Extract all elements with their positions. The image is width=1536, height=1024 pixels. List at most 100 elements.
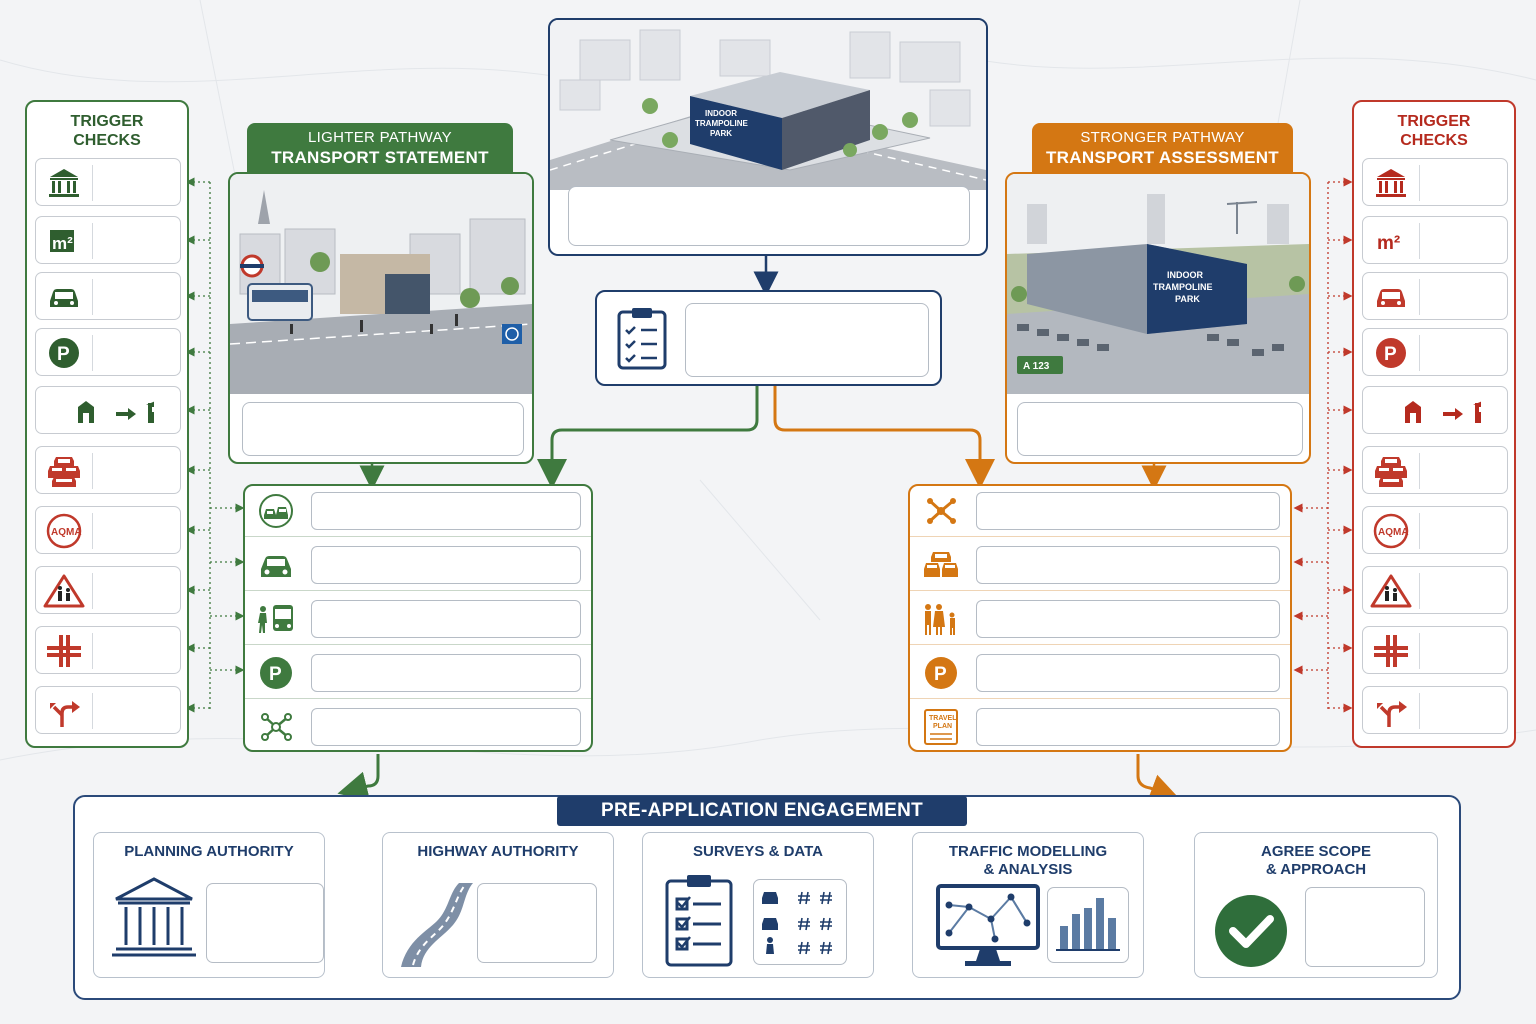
school-warning-icon bbox=[43, 574, 85, 608]
stage-2-box bbox=[477, 883, 597, 963]
stronger-parking-label: P bbox=[934, 664, 947, 685]
lighter-step-2[interactable] bbox=[245, 540, 591, 591]
stronger-step-4-box bbox=[976, 654, 1280, 692]
trigger-item-junction[interactable] bbox=[35, 626, 181, 674]
change-of-use-icon bbox=[1405, 401, 1481, 423]
lighter-step-4-box bbox=[311, 654, 581, 692]
trigger-item-parking[interactable]: P bbox=[1362, 328, 1508, 376]
lighter-pathway-frame bbox=[228, 172, 534, 464]
trigger-item-car[interactable] bbox=[35, 272, 181, 320]
lighter-step-4[interactable]: P bbox=[245, 648, 591, 699]
change-of-use-icon bbox=[78, 401, 154, 423]
survey-clipboard-icon bbox=[665, 875, 733, 967]
retail-park-illustration: INDOOR TRAMPOLINE PARK A 123 bbox=[1007, 174, 1309, 394]
stage-planning-authority[interactable]: PLANNING AUTHORITY bbox=[93, 832, 325, 978]
turn-arrow-icon bbox=[50, 701, 80, 727]
bar-chart-icon bbox=[1056, 898, 1120, 951]
trigger-item-civic[interactable] bbox=[35, 158, 181, 206]
stage-1-title: PLANNING AUTHORITY bbox=[124, 843, 294, 860]
trigger-item-change-of-use[interactable] bbox=[35, 386, 181, 434]
site-illustration: INDOOR TRAMPOLINE PARK bbox=[550, 20, 986, 190]
stronger-step-5-box bbox=[976, 708, 1280, 746]
trigger-item-floor-area[interactable]: m² bbox=[1362, 216, 1508, 264]
town-centre-illustration bbox=[230, 174, 532, 394]
checklist-text-box bbox=[685, 303, 929, 377]
lighter-step-1[interactable] bbox=[245, 486, 591, 537]
civic-building-icon bbox=[49, 169, 79, 197]
site-building-label-2: TRAMPOLINE bbox=[695, 119, 749, 128]
stage-3-box bbox=[753, 879, 847, 965]
site-caption-box bbox=[568, 186, 970, 246]
stronger-pathway-frame: INDOOR TRAMPOLINE PARK A 123 bbox=[1005, 172, 1311, 464]
stage-1-box bbox=[206, 883, 324, 963]
check-circle-icon bbox=[1215, 895, 1287, 967]
floor-area-icon: m² bbox=[1377, 233, 1400, 254]
junction-icon bbox=[1374, 635, 1408, 667]
modelling-monitor-icon bbox=[936, 884, 1040, 966]
stage-3-title: SURVEYS & DATA bbox=[692, 843, 824, 860]
travel-plan-label-1: TRAVEL bbox=[929, 715, 957, 722]
site-frame: INDOOR TRAMPOLINE PARK bbox=[548, 18, 988, 256]
lighter-step-5-box bbox=[311, 708, 581, 746]
parking-icon: P bbox=[925, 657, 957, 689]
trigger-item-turn[interactable] bbox=[1362, 686, 1508, 734]
stronger-pathway-caption-box bbox=[1017, 402, 1303, 456]
stronger-step-4[interactable]: P bbox=[910, 648, 1290, 699]
stage-5-box bbox=[1305, 887, 1425, 967]
stronger-step-1[interactable] bbox=[910, 486, 1290, 537]
stronger-pathway-tab[interactable]: STRONGER PATHWAY TRANSPORT ASSESSMENT bbox=[1032, 123, 1293, 173]
trigger-item-turn[interactable] bbox=[35, 686, 181, 734]
trigger-item-aqma[interactable]: AQMA bbox=[1362, 506, 1508, 554]
parking-label: P bbox=[57, 344, 70, 365]
lighter-pathway-tab[interactable]: LIGHTER PATHWAY TRANSPORT STATEMENT bbox=[247, 123, 513, 173]
stronger-step-2[interactable] bbox=[910, 540, 1290, 591]
trigger-item-aqma[interactable]: AQMA bbox=[35, 506, 181, 554]
lighter-pathway-caption-box bbox=[242, 402, 524, 456]
right-trigger-title: TRIGGER CHECKS bbox=[1397, 113, 1471, 149]
parking-label: P bbox=[1384, 344, 1397, 365]
road-icon bbox=[401, 883, 473, 967]
stage-highway-authority[interactable]: HIGHWAY AUTHORITY bbox=[382, 832, 614, 978]
trigger-item-congestion[interactable] bbox=[35, 446, 181, 494]
trigger-item-car[interactable] bbox=[1362, 272, 1508, 320]
trigger-item-floor-area[interactable]: m² bbox=[35, 216, 181, 264]
scoping-checklist-box bbox=[595, 290, 942, 386]
site-building-label-1: INDOOR bbox=[705, 109, 737, 118]
trigger-item-civic[interactable] bbox=[1362, 158, 1508, 206]
parking-icon: P bbox=[49, 338, 79, 368]
stronger-step-3[interactable] bbox=[910, 594, 1290, 645]
checklist-icon bbox=[617, 308, 667, 370]
floor-area-icon: m² bbox=[50, 230, 74, 253]
aqma-icon: AQMA bbox=[46, 513, 82, 549]
two-cars-icon bbox=[259, 494, 293, 528]
stage-agree-scope[interactable]: AGREE SCOPE & APPROACH bbox=[1194, 832, 1438, 978]
travel-plan-label-2: PLAN bbox=[933, 723, 952, 730]
stronger-step-2-box bbox=[976, 546, 1280, 584]
junction-icon bbox=[47, 635, 81, 667]
lighter-step-1-box bbox=[311, 492, 581, 530]
trigger-item-junction[interactable] bbox=[1362, 626, 1508, 674]
family-icon bbox=[925, 604, 955, 635]
traffic-count-icons bbox=[762, 891, 832, 955]
trigger-item-parking[interactable]: P bbox=[35, 328, 181, 376]
lighter-step-3[interactable] bbox=[245, 594, 591, 645]
stage-surveys-data[interactable]: SURVEYS & DATA bbox=[642, 832, 874, 978]
stage-4-box bbox=[1047, 887, 1129, 963]
pedestrian-bus-icon bbox=[258, 605, 293, 633]
stage-traffic-modelling[interactable]: TRAFFIC MODELLING & ANALYSIS bbox=[912, 832, 1144, 978]
lighter-step-2-box bbox=[311, 546, 581, 584]
lighter-step-5[interactable] bbox=[245, 702, 591, 752]
trigger-item-school[interactable] bbox=[1362, 566, 1508, 614]
trigger-item-change-of-use[interactable] bbox=[1362, 386, 1508, 434]
right-trigger-checks: TRIGGER CHECKS m² P AQMA bbox=[1352, 100, 1516, 748]
trigger-item-congestion[interactable] bbox=[1362, 446, 1508, 494]
car-icon bbox=[1377, 289, 1405, 307]
planning-authority-icon bbox=[112, 877, 196, 957]
site-building-label-3: PARK bbox=[710, 129, 732, 138]
turn-arrow-icon bbox=[1377, 701, 1407, 727]
trigger-item-school[interactable] bbox=[35, 566, 181, 614]
stronger-pathway-subtitle: STRONGER PATHWAY bbox=[1080, 129, 1245, 146]
